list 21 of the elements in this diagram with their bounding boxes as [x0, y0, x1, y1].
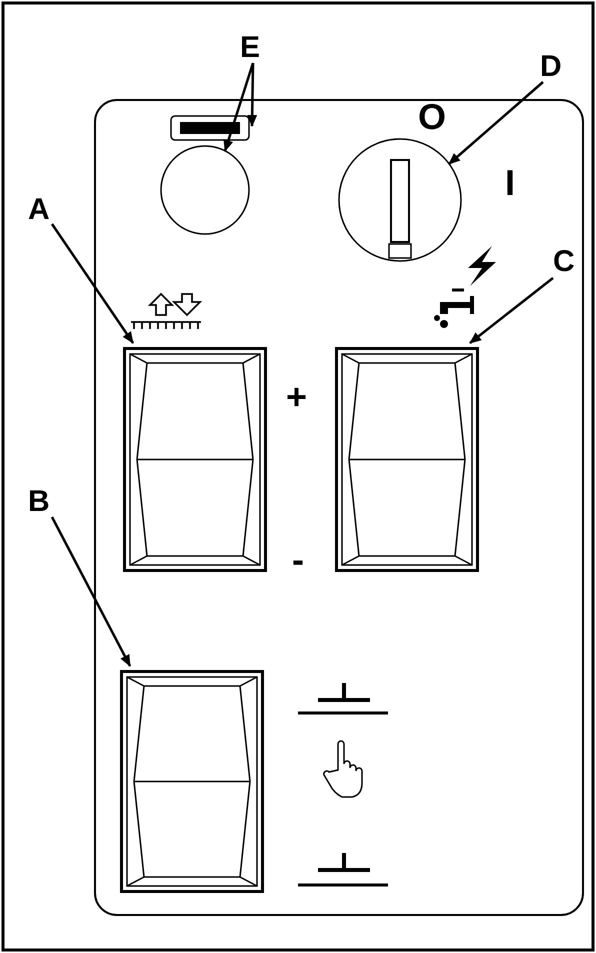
- leader-line: [224, 62, 254, 152]
- key-switch: [338, 138, 462, 262]
- leader-line: [50, 516, 132, 667]
- callout-letter: A: [28, 195, 50, 225]
- callout-letter: C: [553, 247, 575, 277]
- symbol-label: I: [505, 168, 516, 198]
- rocker-switch: [335, 347, 479, 572]
- rocker-switch: [123, 347, 267, 572]
- symbol-label: +: [286, 382, 308, 412]
- callout-letter: D: [540, 52, 562, 82]
- leader-line: [448, 81, 544, 165]
- leader-line: [469, 277, 554, 344]
- leader-line: [50, 223, 134, 344]
- round-button: [160, 145, 250, 235]
- symbol-label: O: [418, 102, 446, 132]
- rocker-switch: [120, 670, 264, 893]
- callout-letter: B: [28, 487, 50, 517]
- indicator-lamp: [170, 115, 250, 141]
- leader-line: [247, 62, 258, 127]
- symbol-label: -: [292, 545, 304, 575]
- callout-letter: E: [240, 33, 260, 63]
